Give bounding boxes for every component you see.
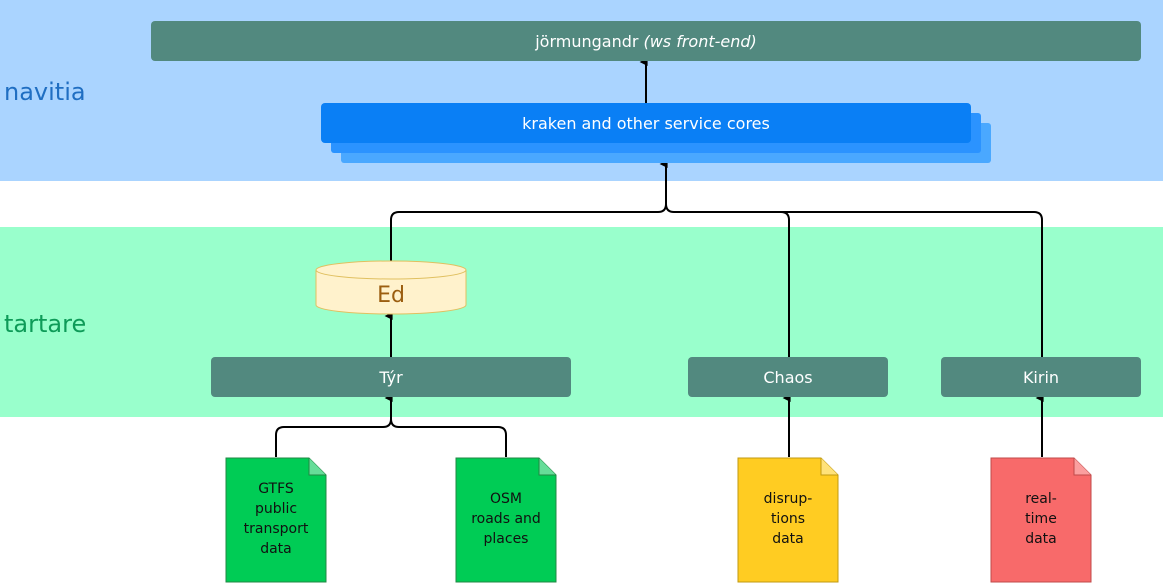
document-icon [990, 457, 1092, 583]
disruptions-line-1: disrup- [763, 491, 813, 507]
kirin-label: Kirin [1022, 367, 1060, 387]
document-icon [737, 457, 839, 583]
document-icon [225, 457, 327, 583]
chaos-label: Chaos [763, 367, 813, 387]
jormungandr-label: jörmungandr [535, 31, 639, 51]
osm-document[interactable]: OSM roads and places [455, 457, 557, 583]
disruptions-document[interactable]: disrup- tions data [737, 457, 839, 583]
kirin-box[interactable]: Kirin [941, 357, 1141, 397]
tyr-label: Týr [379, 367, 403, 387]
gtfs-line-3: transport [243, 521, 309, 537]
tyr-box[interactable]: Týr [211, 357, 571, 397]
osm-line-1: OSM [490, 491, 522, 507]
gtfs-line-1: GTFS [258, 481, 294, 497]
realtime-line-2: time [1025, 511, 1057, 527]
navitia-label: navitia [4, 78, 86, 106]
jormungandr-subtitle: (ws front-end) [643, 31, 757, 51]
jormungandr-box[interactable]: jörmungandr (ws front-end) [151, 21, 1141, 61]
arrow-ed-to-kraken [390, 160, 668, 262]
osm-line-2: roads and [471, 511, 541, 527]
tartare-label: tartare [4, 310, 87, 338]
chaos-box[interactable]: Chaos [688, 357, 888, 397]
line-chaos-to-kraken [665, 203, 790, 357]
realtime-line-3: data [1025, 531, 1057, 547]
realtime-document[interactable]: real- time data [990, 457, 1092, 583]
realtime-line-1: real- [1025, 491, 1057, 507]
disruptions-line-3: data [772, 531, 804, 547]
gtfs-line-4: data [260, 541, 292, 557]
disruptions-line-2: tions [770, 511, 806, 527]
ed-label: Ed [377, 283, 405, 308]
kraken-label: kraken and other service cores [522, 113, 770, 133]
ed-database-icon [315, 260, 467, 315]
kraken-box[interactable]: kraken and other service cores [321, 103, 971, 143]
document-icon [455, 457, 557, 583]
arrow-gtfs-to-tyr [275, 394, 393, 457]
gtfs-document[interactable]: GTFS public transport data [225, 457, 327, 583]
osm-line-3: places [483, 531, 529, 547]
line-kirin-to-kraken [781, 211, 1043, 357]
line-osm-to-tyr [390, 418, 507, 457]
gtfs-line-2: public [254, 501, 298, 517]
